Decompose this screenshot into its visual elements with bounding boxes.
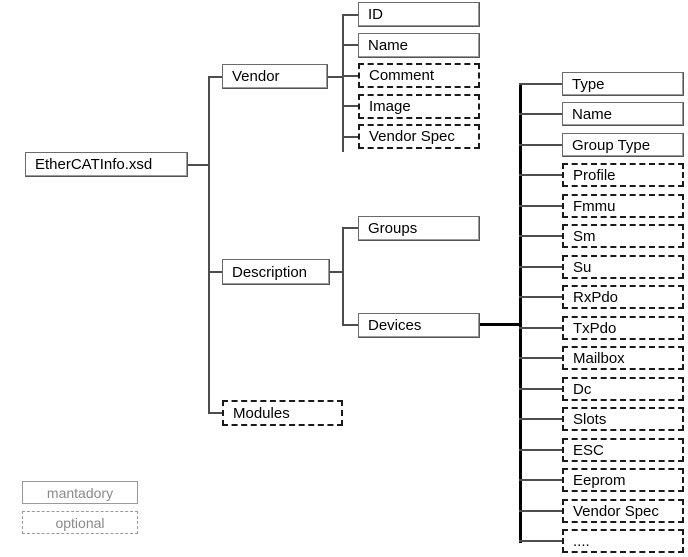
connector-devices-child-13 [519,479,563,481]
connector-root-to-vendor [208,76,224,78]
connector-devices-child-0 [519,83,563,85]
connector-vendor-child-2 [342,75,360,77]
node-device-rxpdo[interactable]: RxPdo [562,285,684,309]
node-vendor-comment[interactable]: Comment [358,63,480,88]
connector-root-trunk [208,76,210,414]
node-device-name[interactable]: Name [562,102,684,126]
node-device-group-type[interactable]: Group Type [562,133,684,157]
node-device-dc[interactable]: Dc [562,377,684,401]
connector-devices-trunk [519,83,522,543]
connector-devices-child-14 [519,510,563,512]
node-device-more[interactable]: .... [562,529,684,553]
connector-devices-child-4 [519,205,563,207]
connector-devices-child-2 [519,144,563,146]
connector-vendor-child-1 [342,44,360,46]
node-groups[interactable]: Groups [358,216,480,241]
node-device-txpdo[interactable]: TxPdo [562,316,684,340]
connector-vendor-trunk [342,14,344,152]
node-vendor-name[interactable]: Name [358,33,480,58]
legend-mandatory: mantadory [22,481,138,504]
connector-root-stub [188,164,210,166]
connector-devices-child-3 [519,174,563,176]
node-device-eeprom[interactable]: Eeprom [562,468,684,492]
node-device-type[interactable]: Type [562,72,684,96]
connector-description-child-0 [342,227,360,229]
connector-description-trunk [342,227,344,326]
node-devices[interactable]: Devices [358,313,480,338]
node-device-esc[interactable]: ESC [562,438,684,462]
connector-devices-child-12 [519,449,563,451]
connector-devices-stub [478,323,522,326]
node-device-vendor-spec[interactable]: Vendor Spec [562,499,684,523]
legend-optional: optional [22,511,138,534]
connector-vendor-child-4 [342,136,360,138]
node-vendor-image[interactable]: Image [358,94,480,119]
node-device-profile[interactable]: Profile [562,163,684,187]
connector-devices-child-1 [519,113,563,115]
connector-devices-child-8 [519,327,563,329]
node-vendor-vendor-spec[interactable]: Vendor Spec [358,124,480,149]
connector-devices-child-11 [519,418,563,420]
node-vendor[interactable]: Vendor [222,64,328,89]
connector-devices-child-9 [519,357,563,359]
node-root-ethercatinfo-xsd[interactable]: EtherCATInfo.xsd [25,152,188,177]
node-device-su[interactable]: Su [562,255,684,279]
connector-devices-child-6 [519,266,563,268]
node-device-mailbox[interactable]: Mailbox [562,346,684,370]
connector-devices-child-5 [519,235,563,237]
node-device-slots[interactable]: Slots [562,407,684,431]
node-device-fmmu[interactable]: Fmmu [562,194,684,218]
connector-root-to-description [208,271,224,273]
node-device-sm[interactable]: Sm [562,224,684,248]
connector-vendor-stub [328,76,344,78]
connector-devices-child-7 [519,296,563,298]
connector-devices-child-15 [519,540,563,542]
connector-devices-child-10 [519,388,563,390]
node-description[interactable]: Description [222,259,330,285]
connector-root-to-modules [208,412,224,414]
connector-vendor-child-0 [342,14,360,16]
connector-vendor-child-3 [342,105,360,107]
connector-description-stub [330,271,344,273]
connector-description-child-1 [342,324,360,326]
node-vendor-id[interactable]: ID [358,2,480,27]
node-modules[interactable]: Modules [222,400,343,426]
